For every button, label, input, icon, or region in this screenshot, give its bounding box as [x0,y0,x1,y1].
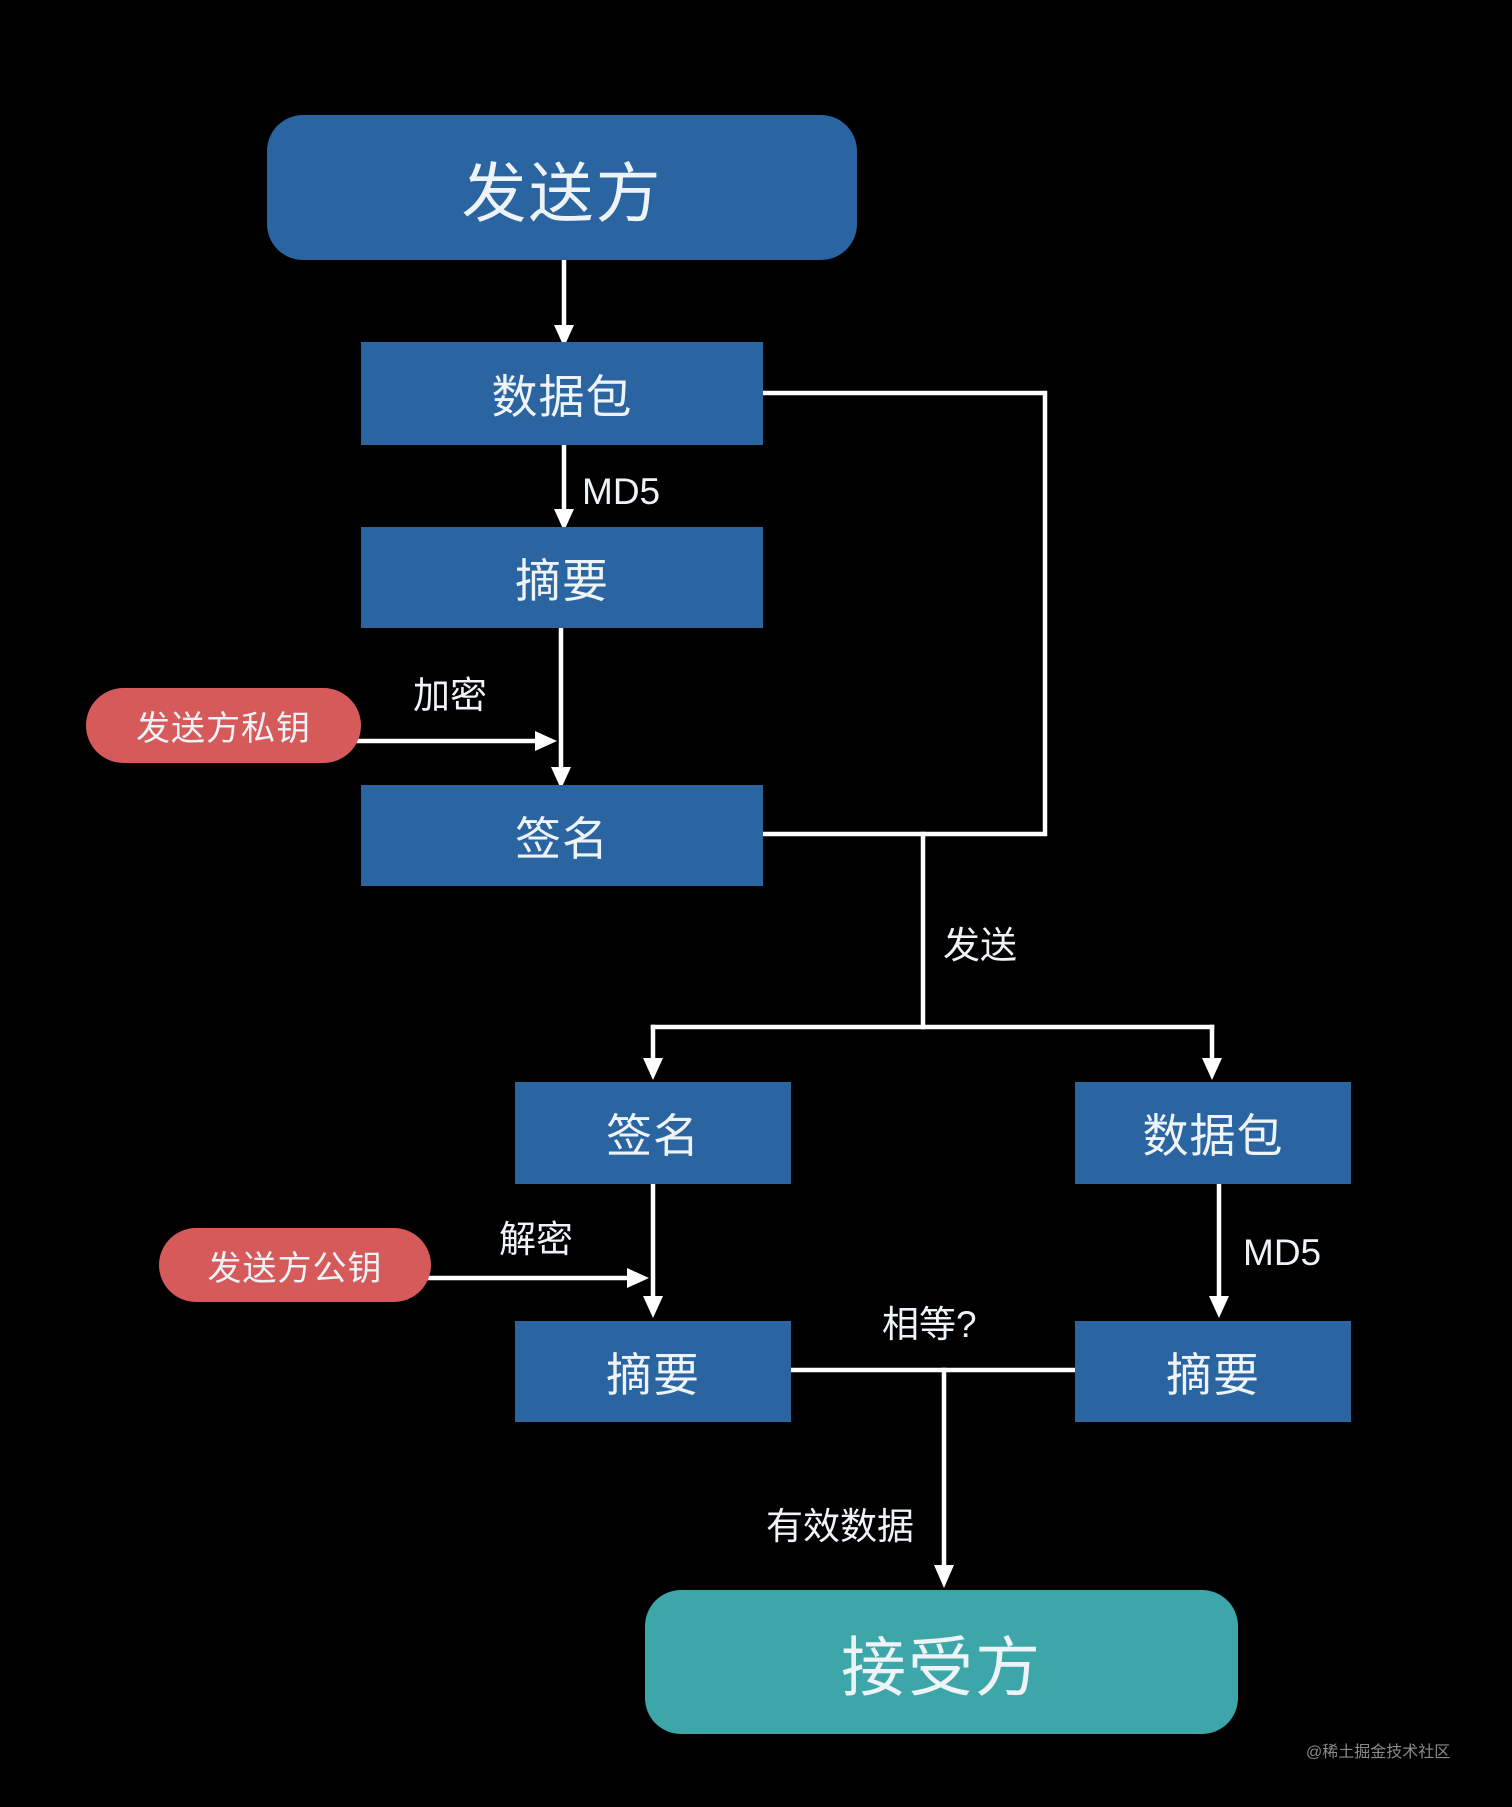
sender-data-packet-label: 数据包 [491,370,633,423]
decrypted-digest-label: 摘要 [606,1348,700,1401]
sender-node: 发送方 [267,115,857,260]
sender-data-packet-box: 数据包 [361,342,763,445]
arrowhead-packet-to-digest-right [1209,1296,1229,1318]
received-signature-label: 签名 [606,1110,700,1162]
computed-digest-box: 摘要 [1075,1321,1351,1422]
decrypted-digest-box: 摘要 [515,1321,791,1422]
sender-digest-box: 摘要 [361,527,763,628]
computed-digest-label: 摘要 [1166,1348,1260,1401]
arrowhead-to-received-packet [1202,1058,1222,1080]
received-data-packet-label: 数据包 [1142,1110,1284,1162]
packet-bypass-line [760,390,1048,837]
arrowhead-sender-to-packet [554,325,574,347]
send-label: 发送 [943,925,1017,966]
arrowhead-signature-to-digest [643,1296,663,1318]
sender-private-key-label: 发送方私钥 [136,710,311,748]
arrowhead-digest-to-signature [551,767,571,789]
received-data-packet-box: 数据包 [1075,1082,1351,1184]
sender-public-key-label: 发送方公钥 [207,1249,383,1288]
sender-digest-label: 摘要 [515,554,609,607]
arrowhead-to-received-signature [643,1058,663,1080]
arrowhead-public-key [627,1268,649,1288]
sender-private-key-pill: 发送方私钥 [86,688,361,763]
sender-signature-box: 签名 [361,785,763,886]
arrowhead-packet-to-digest [554,509,574,531]
arrowhead-valid-to-receiver [934,1565,954,1588]
sender-label: 发送方 [461,156,663,230]
equal-check-label: 相等? [882,1304,977,1345]
encrypt-label: 加密 [413,675,487,716]
receiver-label: 接受方 [840,1631,1042,1704]
receiver-md5-label: MD5 [1243,1232,1322,1273]
valid-data-label: 有效数据 [766,1506,914,1547]
sender-signature-label: 签名 [515,812,609,865]
watermark-text: @稀土掘金技术社区 [1306,1744,1451,1761]
sender-md5-label: MD5 [582,471,661,512]
decrypt-label: 解密 [499,1219,573,1260]
sender-public-key-pill: 发送方公钥 [159,1228,431,1302]
arrowhead-private-key [535,731,557,751]
receiver-node: 接受方 [645,1590,1238,1734]
received-signature-box: 签名 [515,1082,791,1184]
